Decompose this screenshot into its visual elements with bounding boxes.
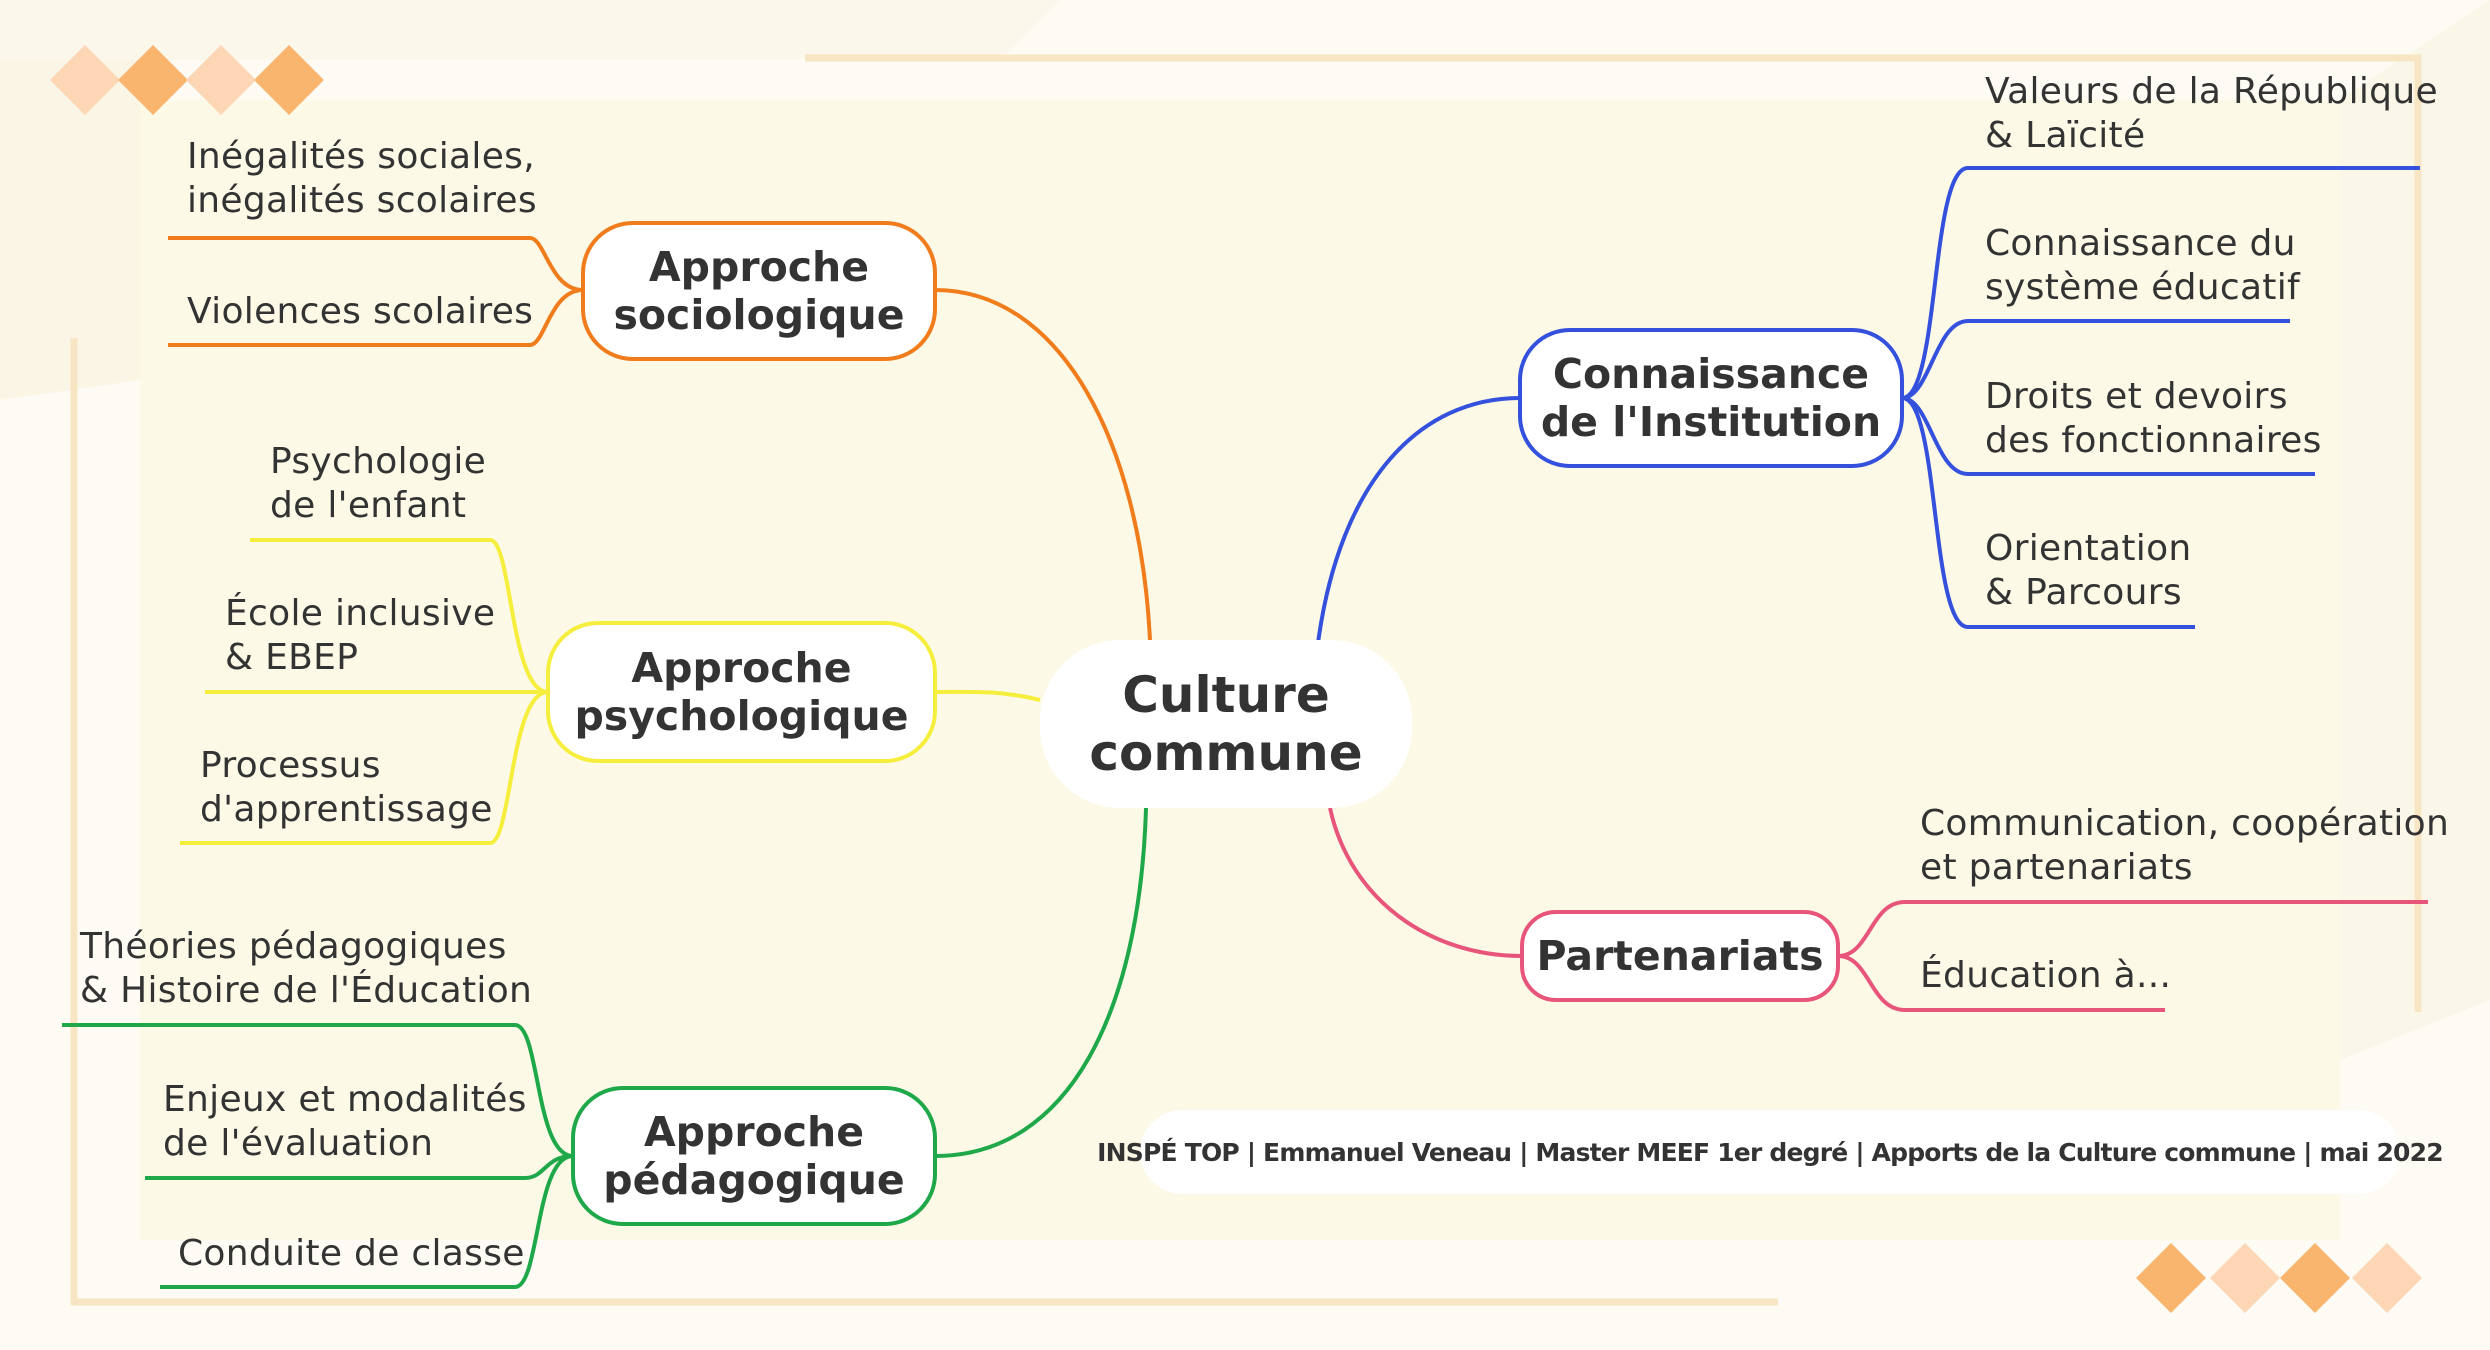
leaf-systeme-educatif[interactable]: Connaissance du système éducatif xyxy=(1985,223,2301,308)
node-approche-psychologique[interactable]: Approche psychologique xyxy=(548,623,935,761)
node-partenariats[interactable]: Partenariats xyxy=(1522,912,1838,1000)
bg-panel-left xyxy=(0,60,140,400)
footer-credits: INSPÉ TOP | Emmanuel Veneau | Master MEE… xyxy=(1097,1110,2444,1194)
node-part-box xyxy=(1520,910,1840,1002)
node-approche-psychologique-label: Approche psychologique xyxy=(574,644,909,740)
node-approche-sociologique-label: Approche sociologique xyxy=(613,243,905,339)
node-psycho-box xyxy=(546,621,937,763)
node-approche-pedagogique-label: Approche pédagogique xyxy=(603,1108,905,1204)
leaf-inegalites[interactable]: Inégalités sociales, inégalités scolaire… xyxy=(187,136,537,221)
diamond-decoration-top-left xyxy=(50,45,324,115)
leaf-communication-cooperation[interactable]: Communication, coopération et partenaria… xyxy=(1920,803,2450,888)
leaf-droits-devoirs[interactable]: Droits et devoirs des fonctionnaires xyxy=(1985,376,2322,461)
leaf-theories-pedagogiques[interactable]: Théories pédagogiques & Histoire de l'Éd… xyxy=(80,926,533,1011)
footer-credits-text: INSPÉ TOP | Emmanuel Veneau | Master MEE… xyxy=(1097,1137,2443,1167)
node-connaissance-institution-label: Connaissance de l'Institution xyxy=(1540,350,1882,446)
branch-psycho-lines xyxy=(180,538,1041,845)
decorative-frame xyxy=(70,54,2422,1306)
node-socio-box xyxy=(581,221,937,361)
node-peda-box xyxy=(571,1086,937,1226)
branch-part-lines xyxy=(1328,807,2428,1012)
center-topic: Culture commune xyxy=(1040,640,1412,808)
diamond-decoration-bottom-right xyxy=(2136,1243,2422,1313)
bg-panel-top xyxy=(0,0,1060,60)
branch-socio-lines xyxy=(168,236,1152,641)
branch-inst-lines xyxy=(1316,166,2420,644)
leaf-valeurs-republique[interactable]: Valeurs de la République & Laïcité xyxy=(1985,71,2438,156)
leaf-education-a[interactable]: Éducation à... xyxy=(1920,955,2172,996)
node-partenariats-label: Partenariats xyxy=(1536,932,1824,980)
leaf-violences-scolaires[interactable]: Violences scolaires xyxy=(187,291,534,332)
node-connaissance-institution[interactable]: Connaissance de l'Institution xyxy=(1520,330,1902,466)
node-inst-box xyxy=(1518,328,1904,468)
leaf-enjeux-evaluation[interactable]: Enjeux et modalités de l'évaluation xyxy=(163,1079,527,1164)
branch-peda-lines xyxy=(62,807,1148,1289)
leaf-orientation-parcours[interactable]: Orientation & Parcours xyxy=(1985,528,2192,613)
node-approche-sociologique[interactable]: Approche sociologique xyxy=(583,223,935,359)
leaf-psychologie-enfant[interactable]: Psychologie de l'enfant xyxy=(270,441,487,526)
leaf-processus-apprentissage[interactable]: Processus d'apprentissage xyxy=(200,745,493,830)
center-bubble xyxy=(1040,640,1412,808)
leaf-conduite-classe[interactable]: Conduite de classe xyxy=(178,1233,525,1274)
center-topic-label: Culture commune xyxy=(1089,666,1363,782)
node-approche-pedagogique[interactable]: Approche pédagogique xyxy=(573,1088,935,1224)
leaf-ecole-inclusive[interactable]: École inclusive & EBEP xyxy=(225,593,496,678)
